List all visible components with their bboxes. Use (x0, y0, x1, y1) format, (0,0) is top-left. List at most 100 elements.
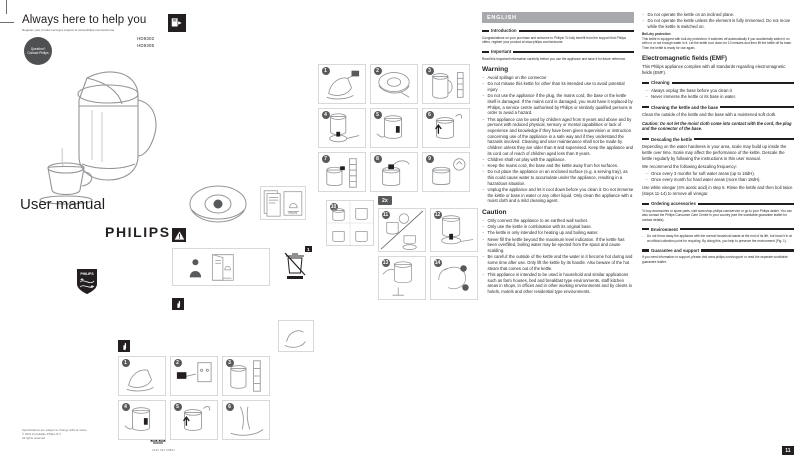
descaling-body-1: Depending on the water hardness in your … (642, 144, 787, 161)
section-title: Ordering accessories (651, 201, 696, 207)
section-head-descaling: Descaling the kettle (642, 137, 794, 142)
list-item: This appliance can be used by children a… (482, 117, 634, 157)
step-number: 7 (321, 155, 330, 163)
important-body: Read this important information carefull… (482, 56, 627, 61)
rule-tail (694, 138, 794, 141)
bottom-step-figure-5: 5 (170, 400, 218, 440)
section-title: Cleaning (651, 80, 670, 86)
bottom-step-figure-4: 4 (118, 400, 166, 440)
list-item: The kettle is only intended for heating … (482, 230, 634, 236)
list-item: Do not operate the kettle on an inclined… (642, 12, 794, 18)
list-item: This appliance is intended to be used in… (482, 272, 634, 295)
philips-shield-logo: PHILIPS (76, 268, 98, 295)
step-figure-9: 9 (422, 152, 470, 192)
rule-tail (671, 81, 794, 84)
step-number: 12 (433, 211, 442, 219)
emf-body: This Philips appliance complies with all… (642, 63, 786, 75)
cleaning-caution: Caution: Do not let the moist cloth come… (642, 120, 792, 132)
step-figure-3: 3 (422, 64, 470, 104)
step-figure-11: 11 (378, 208, 426, 252)
section-title: Introduction (491, 28, 517, 34)
caution-list-continued: Do not operate the kettle on an inclined… (642, 12, 794, 30)
step-number: 8 (373, 155, 382, 163)
step-figure-4: 4 (318, 108, 366, 148)
step-number: 4 (321, 111, 330, 119)
leaflet-figure: PHILIPS (172, 248, 270, 286)
list-item: Only connect the appliance to an earthed… (482, 218, 634, 224)
list-item: Do not misuse this kettle for other than… (482, 81, 634, 92)
rule-tail (701, 249, 794, 252)
step-number: 14 (433, 259, 442, 267)
step-figure-13: 13 (378, 256, 426, 300)
text-column-english-2: Do not operate the kettle on an inclined… (642, 12, 794, 267)
weee-bin-icon (282, 250, 308, 280)
step-figure-1: 1 (318, 64, 366, 104)
rule-bar (642, 106, 649, 109)
list-item: Once every 3 months for soft water areas… (642, 171, 794, 177)
copyright-text: Specifications are subject to change wit… (22, 428, 87, 441)
rule-tail (513, 50, 634, 53)
section-head-cleaning-kettle: Cleaning the kettle and the base (642, 105, 794, 110)
list-item: Do not use the appliance if the plug, th… (482, 93, 634, 116)
step-number: 6 (425, 111, 434, 119)
figure-label: 1 (305, 246, 312, 252)
model-number: HD9302 (137, 36, 155, 41)
register-badge: Question? Contact Philips (24, 37, 52, 65)
list-item: Do not place the appliance on an enclose… (482, 169, 634, 186)
model-number: HD9305 (137, 42, 155, 48)
language-band: ENGLISH (482, 12, 634, 24)
step-number: 9 (425, 155, 434, 163)
step-number: 2 (173, 359, 182, 367)
page-number: 11 (781, 446, 794, 455)
list-item: Once every month for hard water areas (m… (642, 177, 794, 183)
kettle-pour-figure (278, 320, 314, 352)
section-head-environment: Environment (642, 227, 794, 232)
list-item: Never immerse the kettle or its base in … (642, 94, 794, 100)
list-item: Only use the kettle in combination with … (482, 224, 634, 230)
rule-bar (482, 29, 489, 32)
step-number: 13 (381, 259, 390, 267)
emf-heading: Electromagnetic fields (EMF) (642, 54, 727, 62)
rule-tail (697, 202, 794, 206)
ordering-body: To buy accessories or spare parts, visit… (642, 208, 792, 222)
list-item: Children shall not play with the applian… (482, 157, 634, 163)
text-column-english-1: ENGLISH Introduction Congratulations on … (482, 12, 634, 297)
crop-mark (0, 22, 14, 23)
warning-triangle-icon (172, 228, 186, 242)
step-figure-14: 14 (430, 256, 478, 300)
section-head-introduction: Introduction (482, 28, 634, 33)
list-item: Never fill the kettle beyond the maximum… (482, 237, 634, 254)
section-head-guarantee: Guarantee and support (642, 248, 794, 253)
rule-bar (642, 202, 649, 206)
descaling-body-2: We recommend the following descaling fre… (642, 164, 737, 170)
rule-tail (679, 228, 794, 231)
descaling-frequency-list: Once every 3 months for soft water areas… (642, 171, 794, 183)
rule-tail (518, 29, 634, 32)
list-item: Avoid spillage on the connector (482, 75, 634, 81)
step-figure-5: 5 (370, 108, 418, 148)
caution-heading: Caution (482, 209, 507, 217)
svg-text:PHILIPS: PHILIPS (80, 272, 94, 276)
brand-wordmark: PHILIPS (105, 224, 171, 240)
page-title: User manual (20, 196, 106, 213)
lid-closeup-illustration (186, 182, 250, 228)
bottom-step-figure-6: 6 (222, 400, 270, 440)
warning-list: Avoid spillage on the connector Do not m… (482, 75, 634, 204)
section-title: Important (491, 49, 512, 55)
cleaning-list: Always unplug the base before you clean … (642, 88, 794, 100)
bottom-step-figure-2: 2 (170, 356, 218, 396)
svg-text:PHILIPS: PHILIPS (288, 213, 297, 215)
hand-book-icon (118, 340, 130, 352)
bottom-step-figure-1: 1 (118, 356, 166, 396)
step-figure-8: 8 (370, 152, 418, 192)
cup-illustration (32, 147, 106, 206)
svg-text:PHILIPS: PHILIPS (223, 278, 232, 280)
step-figure-12: 12 (430, 208, 478, 252)
step-number: 5 (173, 403, 182, 411)
boil-dry-heading: Boil-dry protection (642, 31, 671, 36)
list-item: Do not throw away the appliance with the… (642, 234, 794, 243)
repeat-label: 2x (378, 196, 392, 205)
introduction-body: Congratulations on your purchase and wel… (482, 35, 626, 44)
step-figure-7: 7 (318, 152, 366, 192)
